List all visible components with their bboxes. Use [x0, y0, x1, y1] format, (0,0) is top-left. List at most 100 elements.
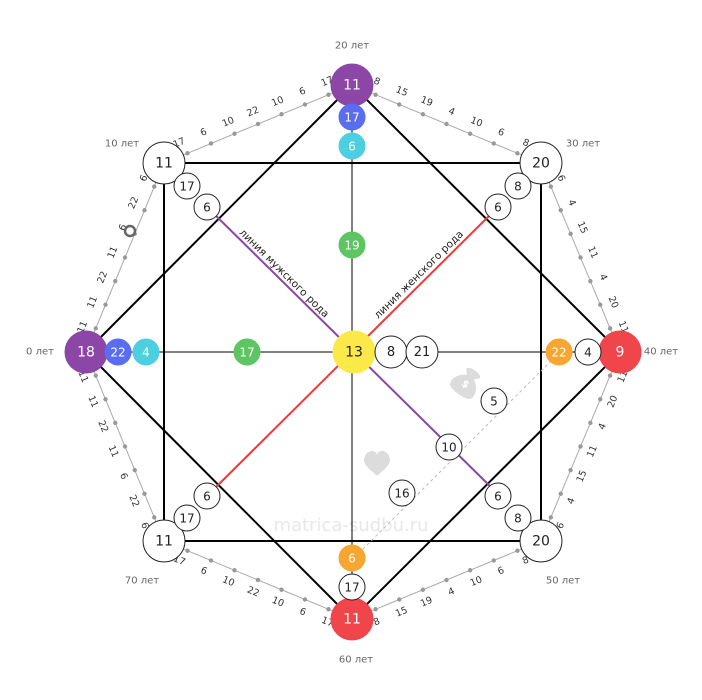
- arc-number: 11: [585, 444, 600, 459]
- node-money-2: 10: [435, 433, 463, 461]
- node-left-2: 22: [104, 338, 132, 366]
- year-dot: [444, 121, 449, 127]
- arc-number: 20: [606, 295, 621, 310]
- year-dot: [103, 397, 108, 402]
- arc-number: 15: [394, 605, 409, 620]
- arc-number: 4: [447, 586, 457, 598]
- node-value: 18: [77, 345, 95, 361]
- node-circle: [519, 141, 563, 185]
- node-value: 6: [494, 201, 502, 215]
- year-dot: [208, 141, 214, 146]
- node-value: 17: [344, 111, 359, 125]
- node-center: 13: [332, 330, 376, 374]
- year-dot: [103, 302, 108, 307]
- arc-number: 8: [521, 555, 531, 567]
- node-circle: [193, 193, 221, 221]
- male-line-label: линия мужского рода: [237, 227, 332, 321]
- node-circle: [504, 172, 532, 200]
- arc-number: 11: [106, 444, 121, 459]
- age-label-60: 60 лет: [339, 655, 373, 666]
- year-dot: [255, 577, 261, 583]
- arc-number: 10: [469, 574, 484, 589]
- node-value: 22: [110, 346, 125, 360]
- arc-number: 8: [521, 137, 531, 149]
- arc-number: 15: [575, 469, 590, 484]
- age-label-30: 30 лет: [566, 139, 600, 150]
- arc-number: 22: [245, 585, 260, 600]
- arc-number: 8: [372, 76, 382, 88]
- node-value: 6: [348, 552, 356, 566]
- node-value: 8: [514, 512, 522, 526]
- node-tr-2: 8: [504, 172, 532, 200]
- node-bl-outer: 11: [142, 519, 186, 563]
- arc-number: 19: [419, 94, 434, 109]
- node-value: 8: [514, 180, 522, 194]
- node-tl-3: 6: [193, 193, 221, 221]
- arc-number: 6: [117, 471, 129, 481]
- year-dot: [132, 467, 137, 473]
- age-label-50: 50 лет: [546, 576, 580, 587]
- node-circle: [338, 544, 366, 572]
- node-circle: [338, 132, 366, 160]
- year-dot: [185, 548, 190, 553]
- year-dot: [142, 491, 147, 496]
- arc-number: 19: [419, 595, 434, 610]
- node-value: 11: [343, 78, 361, 94]
- node-circle: [405, 335, 439, 369]
- node-top-outer: 11: [330, 63, 374, 107]
- node-value: 17: [239, 346, 254, 360]
- node-value: 5: [490, 395, 498, 409]
- node-circle: [338, 573, 366, 601]
- node-tr-outer: 20: [519, 141, 563, 185]
- arc-number: 22: [126, 493, 141, 508]
- year-dot: [326, 92, 331, 97]
- node-value: 6: [348, 140, 356, 154]
- arc-number: 11: [585, 245, 600, 260]
- node-top-3: 6: [338, 132, 366, 160]
- node-value: 17: [179, 512, 194, 526]
- node-circle: [388, 479, 416, 507]
- node-circle: [484, 482, 512, 510]
- node-bottom-outer: 11: [330, 597, 374, 641]
- node-value: 6: [203, 201, 211, 215]
- arc-number: 22: [245, 105, 260, 120]
- node-value: 20: [532, 156, 550, 172]
- year-dot: [185, 151, 190, 156]
- year-dot: [113, 278, 118, 284]
- year-dot: [397, 597, 402, 602]
- node-love: 16: [388, 479, 416, 507]
- node-br-3: 6: [484, 482, 512, 510]
- arc-number: 22: [95, 270, 110, 285]
- node-top-2: 17: [338, 103, 366, 131]
- node-center-pair-1: 8: [374, 335, 408, 369]
- arc-number: 4: [565, 198, 577, 208]
- node-value: 11: [155, 534, 173, 550]
- arc-number: 6: [117, 223, 129, 233]
- node-value: 19: [344, 239, 359, 253]
- year-dot: [491, 141, 496, 146]
- arc-number: 10: [221, 115, 236, 130]
- arc-number: 6: [555, 521, 567, 531]
- watermark: matrica-sudbu.ru: [273, 515, 428, 536]
- year-dot: [607, 373, 613, 378]
- arc-number: 4: [447, 106, 457, 118]
- year-dot: [208, 558, 214, 563]
- node-value: 11: [343, 612, 361, 628]
- node-left-outer: 18: [64, 330, 108, 374]
- arc-number: 6: [298, 85, 308, 97]
- node-circle: [142, 519, 186, 563]
- node-value: 6: [203, 490, 211, 504]
- node-tl-outer: 11: [142, 141, 186, 185]
- year-dot: [558, 208, 563, 213]
- node-circle: [545, 338, 573, 366]
- node-circle: [142, 141, 186, 185]
- arc-number: 10: [469, 115, 484, 130]
- node-value: 16: [394, 487, 409, 501]
- node-circle: [173, 504, 201, 532]
- node-tl-2: 17: [173, 172, 201, 200]
- current-age-marker: [123, 224, 137, 238]
- year-dot: [142, 208, 147, 213]
- node-circle: [104, 338, 132, 366]
